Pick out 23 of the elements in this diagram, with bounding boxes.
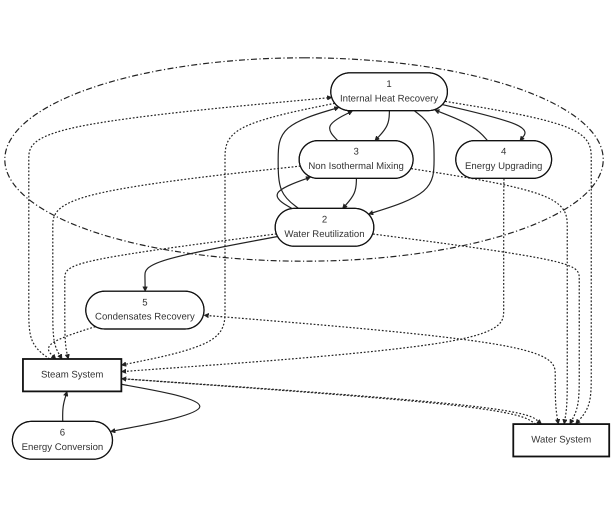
arrow — [329, 110, 353, 142]
arrow — [278, 106, 340, 210]
arrow — [434, 109, 488, 142]
node-box: Water System — [512, 423, 610, 458]
arrow — [64, 233, 277, 360]
arrow — [142, 236, 278, 292]
node-box: Steam System — [22, 358, 122, 392]
arrow — [445, 100, 592, 424]
arrow — [276, 176, 311, 210]
arrow — [28, 95, 332, 360]
arrow — [121, 102, 335, 367]
arrow — [372, 233, 580, 424]
arrow — [374, 110, 390, 142]
arrow — [62, 391, 68, 422]
arrow — [204, 313, 560, 424]
arrow — [368, 110, 435, 216]
arrow — [48, 326, 96, 360]
arrow — [52, 165, 301, 360]
arrow — [411, 168, 568, 424]
arrow — [121, 178, 505, 374]
arrow — [110, 384, 200, 434]
arrow — [342, 178, 358, 209]
arrow — [442, 104, 526, 142]
